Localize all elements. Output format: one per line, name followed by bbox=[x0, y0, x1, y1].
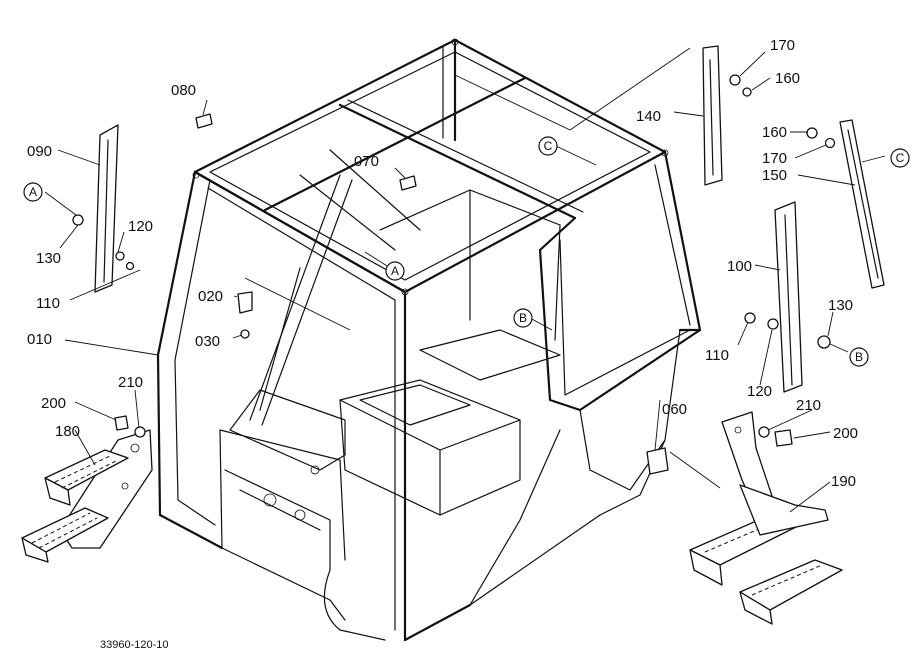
part-200-bolt-right bbox=[774, 429, 793, 447]
ref-mark-b-center: B bbox=[513, 308, 533, 328]
part-080-clip bbox=[195, 113, 213, 129]
svg-text:B: B bbox=[855, 350, 863, 364]
label-170-right: 170 bbox=[762, 150, 787, 167]
part-190-right-step bbox=[689, 411, 843, 625]
part-130-nut-left bbox=[72, 214, 84, 226]
label-200-right: 200 bbox=[833, 425, 858, 442]
part-170-washer-top bbox=[729, 74, 741, 86]
label-070: 070 bbox=[354, 153, 379, 170]
label-210-left: 210 bbox=[118, 374, 143, 391]
label-150: 150 bbox=[762, 167, 787, 184]
part-160-bolt-right bbox=[806, 127, 818, 139]
part-170-washer-right bbox=[824, 137, 836, 149]
svg-text:C: C bbox=[544, 139, 553, 153]
svg-text:C: C bbox=[896, 151, 905, 165]
svg-text:A: A bbox=[391, 264, 399, 278]
label-210-right: 210 bbox=[796, 397, 821, 414]
label-160-top: 160 bbox=[775, 70, 800, 87]
label-110-right: 110 bbox=[705, 347, 729, 364]
label-200-left: 200 bbox=[41, 395, 66, 412]
svg-text:B: B bbox=[519, 311, 527, 325]
ref-mark-c-right: C bbox=[890, 148, 910, 168]
label-090: 090 bbox=[27, 143, 52, 160]
cab-frame-010 bbox=[156, 38, 702, 642]
label-120-left: 120 bbox=[128, 218, 153, 235]
ref-mark-a-left: A bbox=[23, 182, 43, 202]
figure-number: 33960-120-10 bbox=[100, 639, 169, 651]
part-100-rail bbox=[774, 201, 803, 393]
part-160-bolt-top bbox=[742, 87, 752, 97]
part-110-bolt-left bbox=[125, 261, 135, 271]
leader-lines bbox=[44, 47, 886, 513]
part-120-washer-right bbox=[767, 318, 779, 330]
part-120-washer-left bbox=[115, 251, 125, 261]
label-020: 020 bbox=[198, 288, 223, 305]
label-010: 010 bbox=[27, 331, 52, 348]
ref-mark-a-center: A bbox=[385, 261, 405, 281]
ref-mark-c-center: C bbox=[538, 136, 558, 156]
part-210-washer-right bbox=[758, 426, 770, 438]
part-060-clip bbox=[646, 447, 669, 475]
part-090-pillar-bracket bbox=[94, 124, 119, 293]
part-200-bolt-left bbox=[114, 415, 129, 431]
label-130-right: 130 bbox=[828, 297, 853, 314]
label-100: 100 bbox=[727, 258, 752, 275]
part-030-bolt bbox=[240, 329, 250, 339]
part-150-pillar-cover bbox=[839, 119, 885, 289]
label-110-left: 110 bbox=[36, 295, 60, 312]
label-170-top: 170 bbox=[770, 37, 795, 54]
label-120-right: 120 bbox=[747, 383, 772, 400]
label-160-right: 160 bbox=[762, 124, 787, 141]
part-140-pillar-cover bbox=[702, 45, 723, 186]
part-070-clip bbox=[399, 175, 417, 191]
label-080: 080 bbox=[171, 82, 196, 99]
label-190: 190 bbox=[831, 473, 856, 490]
label-030: 030 bbox=[195, 333, 220, 350]
part-180-left-step bbox=[21, 429, 153, 563]
part-020-bracket bbox=[237, 291, 253, 314]
label-140: 140 bbox=[636, 108, 661, 125]
part-110-bolt-right bbox=[744, 312, 756, 324]
svg-text:A: A bbox=[29, 185, 37, 199]
part-130-nut-right bbox=[817, 335, 831, 349]
label-060: 060 bbox=[662, 401, 687, 418]
part-210-washer-left bbox=[134, 426, 146, 438]
ref-mark-b-right: B bbox=[849, 347, 869, 367]
label-130-left: 130 bbox=[36, 250, 61, 267]
label-180: 180 bbox=[55, 423, 80, 440]
